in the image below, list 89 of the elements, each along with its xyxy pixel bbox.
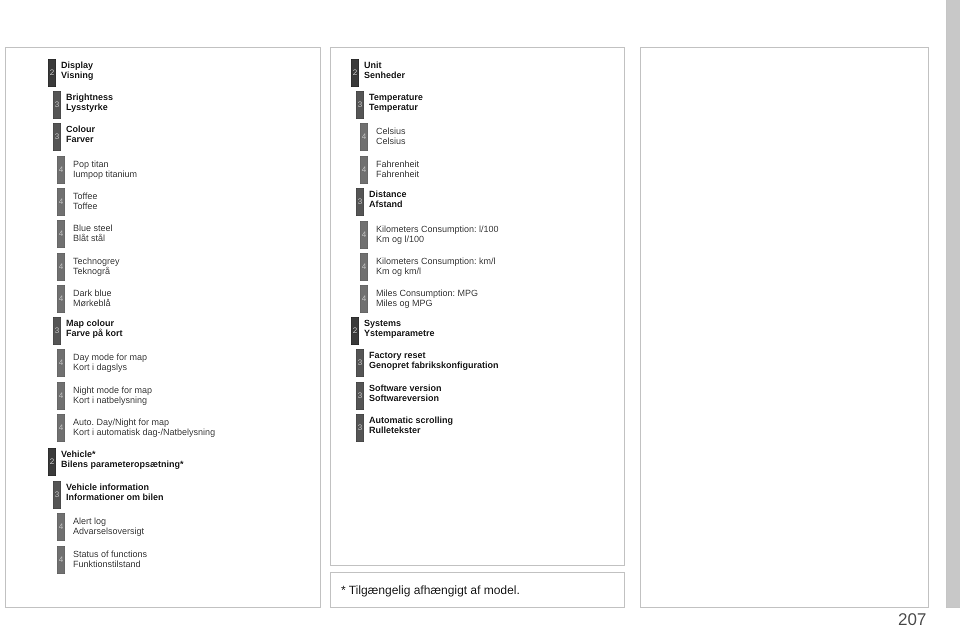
- level-badge: 4: [360, 253, 368, 281]
- page-number: 207: [898, 610, 926, 630]
- menu-label: Alert log: [73, 516, 106, 526]
- menu-label: Automatic scrolling: [369, 415, 454, 425]
- menu-label: Funktionstilstand: [73, 559, 141, 569]
- level-badge: 2: [351, 59, 359, 87]
- menu-label: Teknogrå: [73, 266, 110, 276]
- level-badge: 4: [57, 414, 65, 442]
- menu-label: Temperature: [369, 92, 423, 102]
- menu-label: Toffee: [73, 191, 98, 201]
- menu-label: Fahrenheit: [376, 169, 420, 179]
- level-badge: 4: [360, 156, 368, 184]
- menu-label: Toffee: [73, 201, 98, 211]
- level-badge: 4: [57, 156, 65, 184]
- menu-label: Afstand: [369, 199, 402, 209]
- menu-label: Kort i natbelysning: [73, 395, 148, 405]
- menu-label: Km og l/100: [376, 234, 424, 244]
- level-badge: 4: [57, 382, 65, 410]
- menu-label: Day mode for map: [73, 352, 148, 362]
- menu-label: Software version: [369, 383, 442, 393]
- menu-label: Celsius: [376, 136, 406, 146]
- menu-label: Status of functions: [73, 549, 148, 559]
- menu-label: Iumpop titanium: [73, 169, 138, 179]
- menu-label: Farve på kort: [66, 328, 123, 338]
- menu-label: Distance: [369, 189, 407, 199]
- level-badge: 3: [53, 123, 61, 151]
- menu-label: Softwareversion: [369, 393, 440, 403]
- menu-label: Informationer om bilen: [66, 492, 164, 502]
- menu-label: Vehicle information: [66, 482, 150, 492]
- panel: [5, 47, 321, 608]
- level-badge: 3: [356, 382, 364, 410]
- menu-label: Brightness: [66, 92, 114, 102]
- level-badge: 4: [57, 349, 65, 377]
- menu-label: Advarselsoversigt: [73, 526, 144, 536]
- menu-label: Night mode for map: [73, 385, 152, 395]
- menu-label: Mørkeblå: [73, 298, 111, 308]
- level-badge: 3: [53, 91, 61, 119]
- level-badge: 4: [57, 220, 65, 248]
- level-badge: 4: [57, 546, 65, 574]
- level-badge: 3: [356, 414, 364, 442]
- level-badge: 4: [360, 221, 368, 249]
- level-badge: 4: [360, 123, 368, 151]
- level-badge: 2: [351, 317, 359, 345]
- menu-label: Systems: [364, 318, 402, 328]
- level-badge: 2: [48, 448, 56, 476]
- menu-label: Display: [61, 60, 94, 70]
- level-badge: 3: [53, 481, 61, 509]
- menu-label: Genopret fabrikskonfiguration: [369, 360, 499, 370]
- menu-label: Fahrenheit: [376, 159, 420, 169]
- menu-label: Kilometers Consumption: l/100: [376, 224, 499, 234]
- menu-label: Kort i dagslys: [73, 362, 128, 372]
- menu-label: Auto. Day/Night for map: [73, 417, 170, 427]
- level-badge: 2: [48, 59, 56, 87]
- menu-label: Visning: [61, 70, 94, 80]
- menu-label: Temperatur: [369, 102, 418, 112]
- menu-label: Factory reset: [369, 350, 426, 360]
- menu-label: Ystemparametre: [364, 328, 435, 338]
- menu-label: Blåt stål: [73, 233, 106, 243]
- menu-label: Technogrey: [73, 256, 120, 266]
- menu-label: Blue steel: [73, 223, 113, 233]
- menu-label: Unit: [364, 60, 382, 70]
- level-badge: 4: [57, 188, 65, 216]
- menu-label: Farver: [66, 134, 94, 144]
- menu-label: Celsius: [376, 126, 406, 136]
- level-badge: 3: [356, 91, 364, 119]
- menu-label: Kilometers Consumption: km/l: [376, 256, 496, 266]
- level-badge: 4: [57, 285, 65, 313]
- menu-label: Bilens parameteropsætning*: [61, 459, 184, 469]
- menu-label: Miles Consumption: MPG: [376, 288, 478, 298]
- menu-label: Lysstyrke: [66, 102, 108, 112]
- menu-label: Vehicle*: [61, 449, 96, 459]
- level-badge: 3: [53, 317, 61, 345]
- menu-label: Dark blue: [73, 288, 112, 298]
- menu-label: Pop titan: [73, 159, 109, 169]
- level-badge: 4: [57, 253, 65, 281]
- panel: [330, 47, 625, 566]
- menu-label: Map colour: [66, 318, 114, 328]
- menu-label: Senheder: [364, 70, 406, 80]
- footnote-box: * Tilgængelig afhængigt af model.: [330, 572, 625, 608]
- level-badge: 3: [356, 188, 364, 216]
- menu-label: Rulletekster: [369, 425, 421, 435]
- menu-label: Miles og MPG: [376, 298, 433, 308]
- panel: [640, 47, 929, 608]
- level-badge: 4: [360, 285, 368, 313]
- level-badge: 3: [356, 349, 364, 377]
- level-badge: 4: [57, 513, 65, 541]
- menu-label: Kort i automatisk dag-/Natbelysning: [73, 427, 216, 437]
- menu-label: Km og km/l: [376, 266, 422, 276]
- menu-label: Colour: [66, 124, 95, 134]
